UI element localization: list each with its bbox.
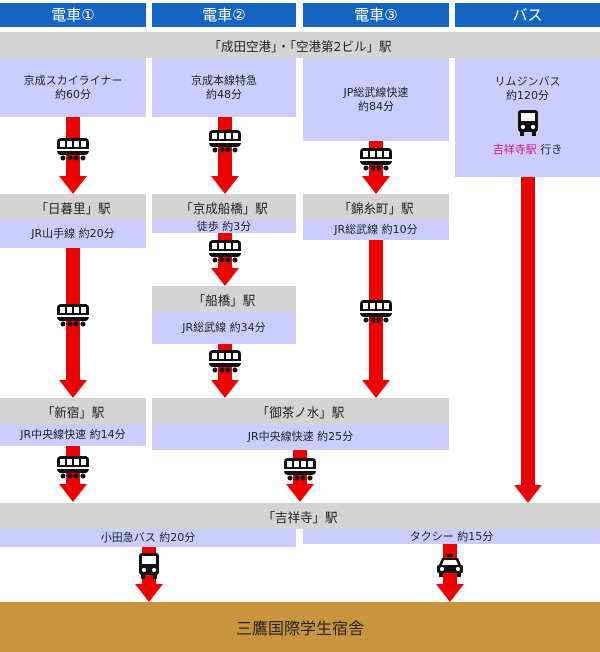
- route-sobu-rapid: JP総武線快速 約84分: [303, 58, 449, 141]
- route-taxi: タクシー 約15分: [303, 529, 600, 544]
- route-odakyu-bus: 小田急バス 約20分: [0, 529, 296, 547]
- route-chuo-25: JR中央線快速 約25分: [152, 424, 449, 450]
- bus-icon: [139, 553, 159, 579]
- limousine-destination-station: 吉祥寺駅: [492, 143, 537, 156]
- train-icon: [283, 456, 317, 482]
- route-sobu-kinshicho: JR総武線 約10分: [303, 220, 449, 240]
- station-narita: 「成田空港」・「空港第2ビル」駅: [0, 32, 600, 58]
- route-keisei-name: 京成本線特急: [191, 73, 257, 87]
- train-icon: [56, 302, 90, 328]
- route-skyliner-name: 京成スカイライナー: [23, 73, 123, 87]
- route-limousine-name: リムジンバス: [494, 75, 561, 88]
- train-icon: [359, 146, 393, 172]
- arrow-keisei-head: [211, 176, 239, 194]
- route-chuo-14: JR中央線快速 約14分: [0, 424, 146, 446]
- station-kinshicho: 「錦糸町」駅: [303, 194, 449, 220]
- bus-icon: [517, 110, 538, 136]
- arrow-skyliner-head: [59, 176, 87, 194]
- station-ochanomizu: 「御茶ノ水」駅: [152, 398, 449, 424]
- train-icon: [208, 128, 242, 154]
- arrow-odakyu-bus-head: [135, 584, 163, 602]
- limousine-destination: 吉祥寺駅 行き: [493, 143, 563, 157]
- arrow-limousine-head: [514, 485, 542, 503]
- route-skyliner-time: 約60分: [55, 87, 91, 101]
- train-icon: [56, 136, 90, 162]
- station-funabashi: 「船橋」駅: [152, 286, 296, 312]
- arrow-sobu-kinshicho-head: [362, 380, 390, 398]
- route-sobu-rapid-name: JP総武線快速: [343, 85, 409, 99]
- arrow-sobu-rapid-head: [362, 176, 390, 194]
- header-train-2: 電車②: [152, 3, 296, 27]
- destination-dormitory: 三鷹国際学生宿舎: [0, 602, 600, 652]
- header-train-1: 電車①: [0, 3, 146, 27]
- route-sobu-rapid-time: 約84分: [358, 99, 394, 113]
- route-limousine-time: 約120分: [506, 89, 549, 102]
- arrow-chuo-14-head: [59, 484, 87, 502]
- arrow-taxi-head: [436, 584, 464, 602]
- station-nippori: 「日暮里」駅: [0, 194, 146, 220]
- train-icon: [208, 348, 242, 374]
- limousine-bus-icon-wrap: [516, 103, 540, 143]
- station-keisei-funabashi: 「京成船橋」駅: [152, 194, 296, 220]
- station-shinjuku: 「新宿」駅: [0, 398, 146, 424]
- arrow-chuo-25-head: [286, 484, 314, 502]
- header-train-3: 電車③: [303, 3, 449, 27]
- limousine-destination-suffix: 行き: [536, 143, 563, 156]
- arrow-walk-head: [211, 268, 239, 286]
- route-keisei-time: 約48分: [206, 87, 242, 101]
- train-icon: [56, 454, 90, 480]
- route-skyliner: 京成スカイライナー 約60分: [0, 58, 146, 117]
- taxi-icon: [437, 554, 463, 577]
- route-sobu-funabashi: JR総武線 約34分: [152, 312, 296, 344]
- train-icon: [359, 298, 393, 324]
- route-walk: 徒歩 約3分: [152, 220, 296, 233]
- route-limousine: リムジンバス 約120分 吉祥寺駅 行き: [455, 58, 600, 177]
- route-yamanote: JR山手線 約20分: [0, 220, 146, 248]
- route-keisei: 京成本線特急 約48分: [152, 58, 296, 117]
- train-icon: [208, 238, 242, 264]
- arrow-yamanote-head: [59, 380, 87, 398]
- arrow-limousine-shaft: [521, 177, 535, 487]
- station-kichijoji: 「吉祥寺」駅: [0, 503, 600, 529]
- arrow-sobu-funabashi-head: [211, 380, 239, 398]
- header-bus: バス: [455, 3, 600, 27]
